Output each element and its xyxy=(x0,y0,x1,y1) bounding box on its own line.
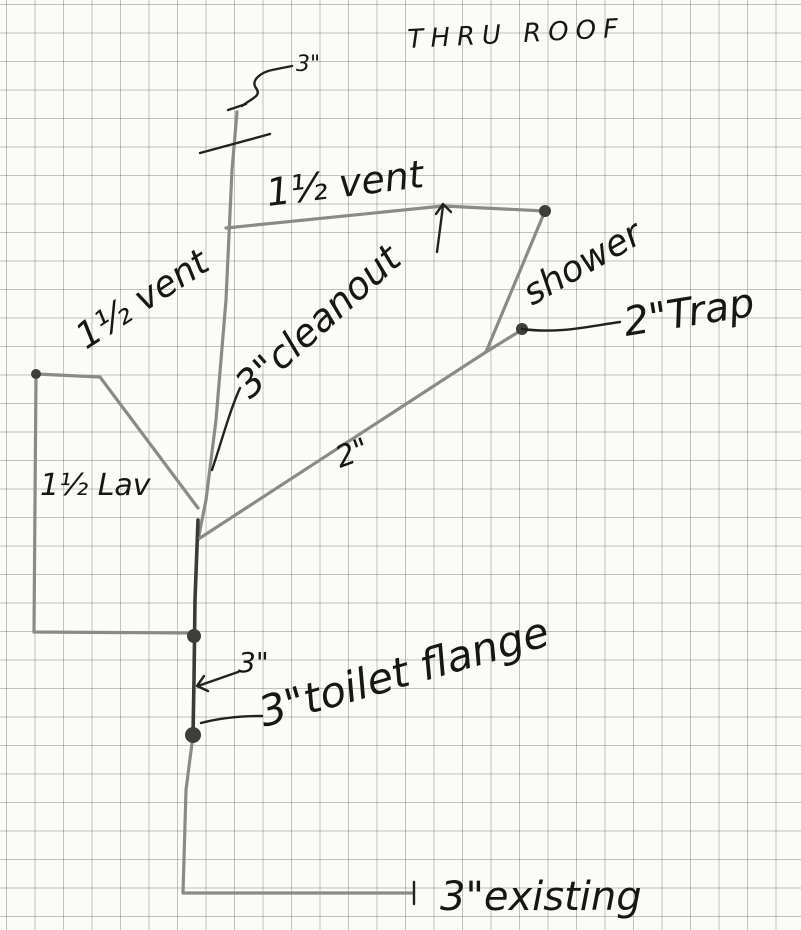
toilet-flange-leader xyxy=(199,714,264,725)
roof-line xyxy=(198,132,272,155)
existing-label: 3"existing xyxy=(440,874,642,920)
existing-tie-in-fitting xyxy=(185,727,201,743)
branch-2in-pipe xyxy=(198,329,522,540)
thru-roof-label: THRU ROOF xyxy=(407,14,626,55)
cleanout-arrow xyxy=(434,202,453,254)
vent-top-mark xyxy=(226,102,248,112)
lav-label: 1½ Lav xyxy=(40,468,152,503)
cleanout-label: 3"cleanout xyxy=(227,235,411,407)
lav-drain-pipe xyxy=(32,372,196,635)
vent-left-label: 1½ vent xyxy=(69,241,218,358)
trap-label: 2"Trap xyxy=(620,280,757,346)
lav-vent-pipe xyxy=(34,372,200,510)
vent-top-size-label: 3" xyxy=(296,52,320,77)
vent-top-squiggle xyxy=(240,64,294,108)
branch-size-label: 2" xyxy=(331,431,374,475)
toilet-flange-label: 3"toilet flange xyxy=(253,607,554,737)
shower-riser-pipe xyxy=(484,209,547,354)
main-stack-lower xyxy=(191,518,200,737)
trap-leader xyxy=(520,320,622,332)
main-stack-upper xyxy=(196,110,239,542)
main-stack-bottom xyxy=(181,733,414,895)
toilet-flange-fitting xyxy=(187,629,201,643)
shower-fixture-dot xyxy=(539,205,551,217)
lav-fixture-dot xyxy=(31,369,41,379)
vent-right-label: 1½ vent xyxy=(264,152,428,215)
cleanout-pointer xyxy=(210,386,242,472)
flange-pipe-size-label: 3" xyxy=(238,646,269,679)
flange-size-arrow xyxy=(195,670,240,693)
